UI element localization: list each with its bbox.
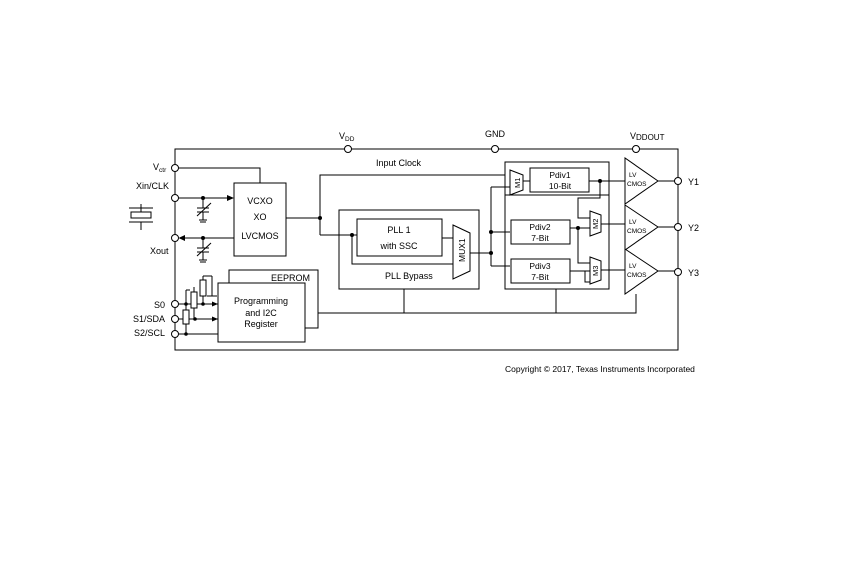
- y2-label: Y2: [688, 223, 699, 233]
- s1-label: S1/SDA: [133, 314, 165, 324]
- s2-label: S2/SCL: [134, 328, 165, 338]
- pdiv2-label-1: Pdiv2: [529, 222, 551, 232]
- pdiv3-label-2: 7-Bit: [531, 272, 549, 282]
- m2-label: M2: [591, 219, 600, 229]
- vcxo-label-2: XO: [253, 212, 266, 222]
- divider-inner-box: [504, 194, 610, 290]
- pull-resistor-1-icon: [190, 291, 198, 309]
- buffer-y2: LV CMOS: [624, 204, 675, 251]
- pdiv1-label-1: Pdiv1: [549, 170, 571, 180]
- s2-pin[interactable]: [171, 330, 179, 338]
- y3-label: Y3: [688, 268, 699, 278]
- pll-bypass-wire: [351, 235, 453, 265]
- vdd-label: VDD: [339, 131, 355, 143]
- buffer-y3: LV CMOS: [624, 248, 675, 295]
- programming-block: [217, 282, 306, 343]
- vcxo-label-3: LVCMOS: [241, 231, 278, 241]
- pull-resistor-3-icon: [182, 309, 190, 325]
- control-bus: [305, 294, 637, 329]
- vctr-label: Vctr: [153, 162, 167, 174]
- xin-label: Xin/CLK: [136, 181, 169, 191]
- programming-label-3: Register: [244, 319, 278, 329]
- m2-mux: [589, 210, 602, 237]
- m1-mux: [509, 169, 524, 196]
- vddout-label: VDDOUT: [630, 131, 665, 142]
- copyright-notice: Copyright © 2017, Texas Instruments Inco…: [505, 364, 695, 374]
- pll1-label-2: with SSC: [379, 241, 418, 251]
- m3-label: M3: [591, 266, 600, 276]
- xout-label: Xout: [150, 246, 169, 256]
- y1-label: Y1: [688, 177, 699, 187]
- y2-pin[interactable]: [674, 223, 682, 231]
- pdiv2-block: [510, 219, 571, 245]
- vctr-wire: [178, 167, 261, 183]
- xin-pin[interactable]: [171, 194, 179, 202]
- s1-pin[interactable]: [171, 315, 179, 323]
- programming-label-2: and I2C: [245, 308, 277, 318]
- s0-pin[interactable]: [171, 300, 179, 308]
- pll1-block: [356, 218, 443, 257]
- mux1-block: [452, 224, 471, 280]
- s0-label: S0: [154, 300, 165, 310]
- variable-capacitor-1-icon: [196, 198, 212, 223]
- xout-pin[interactable]: [171, 234, 179, 242]
- eeprom-outline: [228, 269, 319, 313]
- gnd-label: GND: [485, 129, 506, 139]
- vcxo-label-1: VCXO: [247, 196, 273, 206]
- buffer-y1: LV CMOS: [624, 157, 675, 205]
- input-clock-label: Input Clock: [376, 158, 422, 168]
- svg-text:LV: LV: [629, 263, 637, 270]
- pdiv3-block: [510, 258, 571, 284]
- m3-mux: [589, 256, 602, 285]
- svg-text:LV: LV: [629, 172, 637, 179]
- svg-text:CMOS: CMOS: [627, 272, 647, 279]
- vdd-pin[interactable]: [344, 145, 352, 153]
- y1-pin[interactable]: [674, 177, 682, 185]
- vddout-pin[interactable]: [632, 145, 640, 153]
- pdiv1-label-2: 10-Bit: [549, 181, 572, 191]
- pdiv3-label-1: Pdiv3: [529, 261, 551, 271]
- vctr-pin[interactable]: [171, 164, 179, 172]
- control-inputs: [178, 275, 218, 336]
- programming-label-1: Programming: [234, 296, 288, 306]
- m1-label: M1: [513, 178, 522, 188]
- pdiv2-label-2: 7-Bit: [531, 233, 549, 243]
- svg-text:CMOS: CMOS: [627, 228, 647, 235]
- svg-text:LV: LV: [629, 219, 637, 226]
- y3-pin[interactable]: [674, 268, 682, 276]
- xin-arrow-icon: [227, 195, 234, 201]
- pll1-label-1: PLL 1: [387, 225, 410, 235]
- mux1-label: MUX1: [457, 238, 467, 262]
- svg-text:CMOS: CMOS: [627, 181, 647, 188]
- chip-outline: [174, 148, 679, 351]
- pdiv1-block: [529, 167, 590, 193]
- gnd-pin[interactable]: [491, 145, 499, 153]
- pll-bypass-label: PLL Bypass: [385, 271, 433, 281]
- variable-capacitor-2-icon: [196, 238, 212, 263]
- xout-arrow-icon: [178, 235, 185, 241]
- crystal-icon: [129, 204, 153, 230]
- vcxo-block: [233, 182, 287, 257]
- pll-bypass-box: [338, 209, 480, 290]
- input-clock-wire: [319, 174, 505, 218]
- pull-resistor-2-icon: [199, 279, 207, 297]
- eeprom-label: EEPROM: [271, 273, 310, 283]
